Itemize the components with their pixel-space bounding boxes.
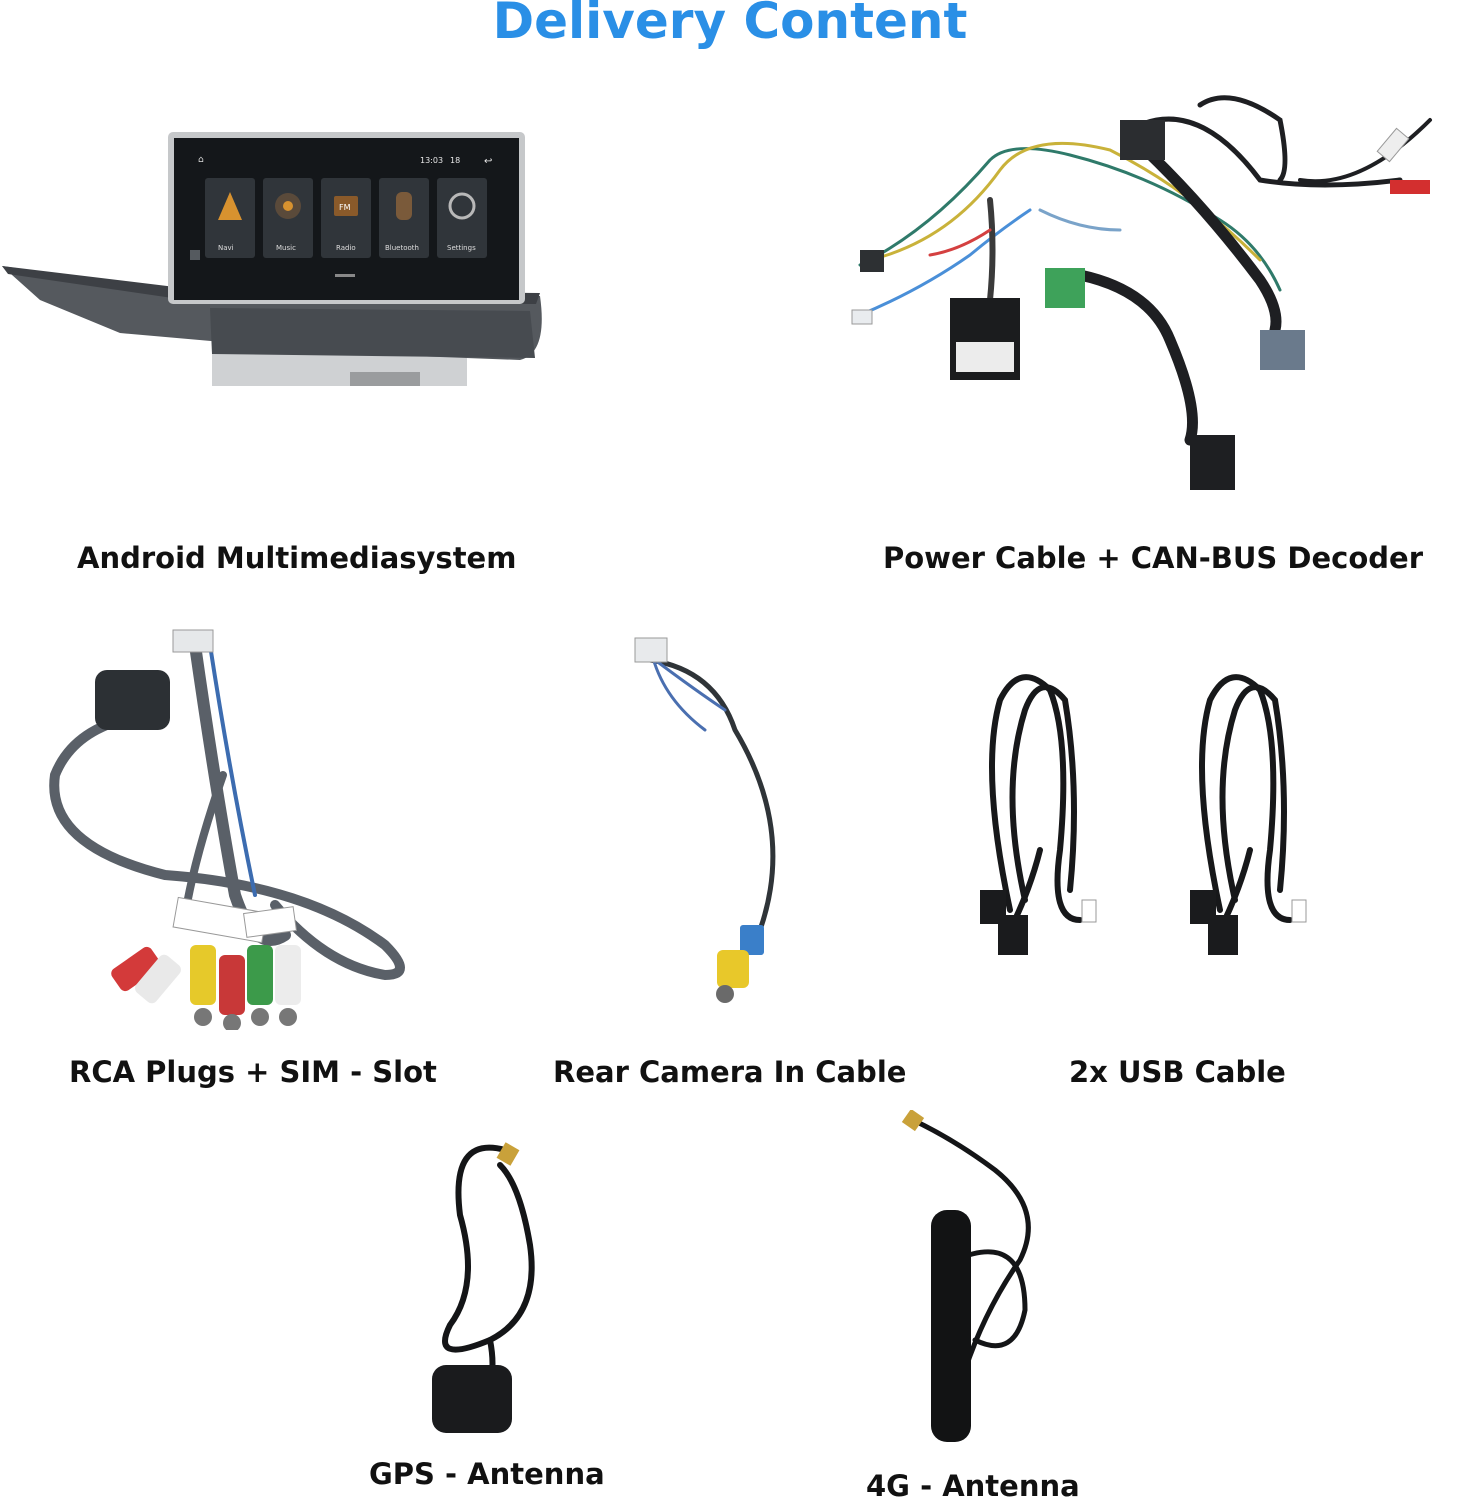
svg-text:Radio: Radio xyxy=(336,244,356,252)
item-label-android-multimediasystem: Android Multimediasystem xyxy=(77,541,517,575)
app-tile[interactable]: Navi xyxy=(205,178,255,258)
rca-white-plug xyxy=(1376,127,1410,163)
wiring-harness-icon xyxy=(851,95,1432,490)
app-tile[interactable]: FM Radio xyxy=(321,178,371,258)
green-connector xyxy=(1045,268,1085,308)
status-time: 13:03 xyxy=(420,156,443,165)
usb-cable-icon xyxy=(980,674,1307,955)
rca-yellow-plug xyxy=(717,950,749,988)
sma-connector xyxy=(496,1142,520,1166)
app-tile[interactable]: Bluetooth xyxy=(379,178,429,258)
item-label-rca-plugs: RCA Plugs + SIM - Slot xyxy=(69,1055,437,1089)
lte-antenna-icon xyxy=(901,1110,1031,1442)
app-tile[interactable]: Settings xyxy=(437,178,487,258)
item-label-power-cable: Power Cable + CAN-BUS Decoder xyxy=(883,541,1423,575)
radio-icon xyxy=(334,196,358,216)
sim-slot-box xyxy=(95,670,170,730)
item-label-gps-antenna: GPS - Antenna xyxy=(369,1457,605,1491)
black-connector xyxy=(1120,120,1165,160)
item-label-usb-cable: 2x USB Cable xyxy=(1069,1055,1286,1089)
harness-plug xyxy=(172,629,214,653)
grey-connector xyxy=(1260,330,1305,370)
status-volume: 18 xyxy=(450,156,460,165)
svg-text:Navi: Navi xyxy=(218,244,234,252)
head-unit-screen-icon: ⌂ 13:03 18 ↩ Navi Music FM Radio Bluetoo… xyxy=(2,132,542,386)
bluetooth-icon xyxy=(396,192,412,220)
svg-text:Bluetooth: Bluetooth xyxy=(385,244,419,252)
sma-connector xyxy=(901,1110,925,1132)
item-label-4g-antenna: 4G - Antenna xyxy=(866,1469,1080,1503)
svg-text:Music: Music xyxy=(276,244,296,252)
svg-text:↩: ↩ xyxy=(484,156,492,167)
svg-text:Settings: Settings xyxy=(447,244,476,252)
gps-antenna-icon xyxy=(432,1142,535,1433)
lte-stick-antenna xyxy=(931,1210,971,1442)
item-label-rear-camera-cable: Rear Camera In Cable xyxy=(553,1055,907,1089)
svg-text:FM: FM xyxy=(339,203,351,212)
rca-cable-icon xyxy=(49,629,405,1030)
gps-puck xyxy=(432,1365,512,1433)
settings-icon xyxy=(448,192,476,220)
camera-cable-icon xyxy=(634,637,776,1003)
connector xyxy=(860,250,884,272)
svg-text:⌂: ⌂ xyxy=(198,155,204,165)
camera-plug xyxy=(634,637,668,663)
navi-icon xyxy=(218,192,242,220)
app-tile[interactable]: Music xyxy=(263,178,313,258)
page-title: Delivery Content xyxy=(492,0,968,50)
rca-red-plug xyxy=(1390,180,1430,194)
